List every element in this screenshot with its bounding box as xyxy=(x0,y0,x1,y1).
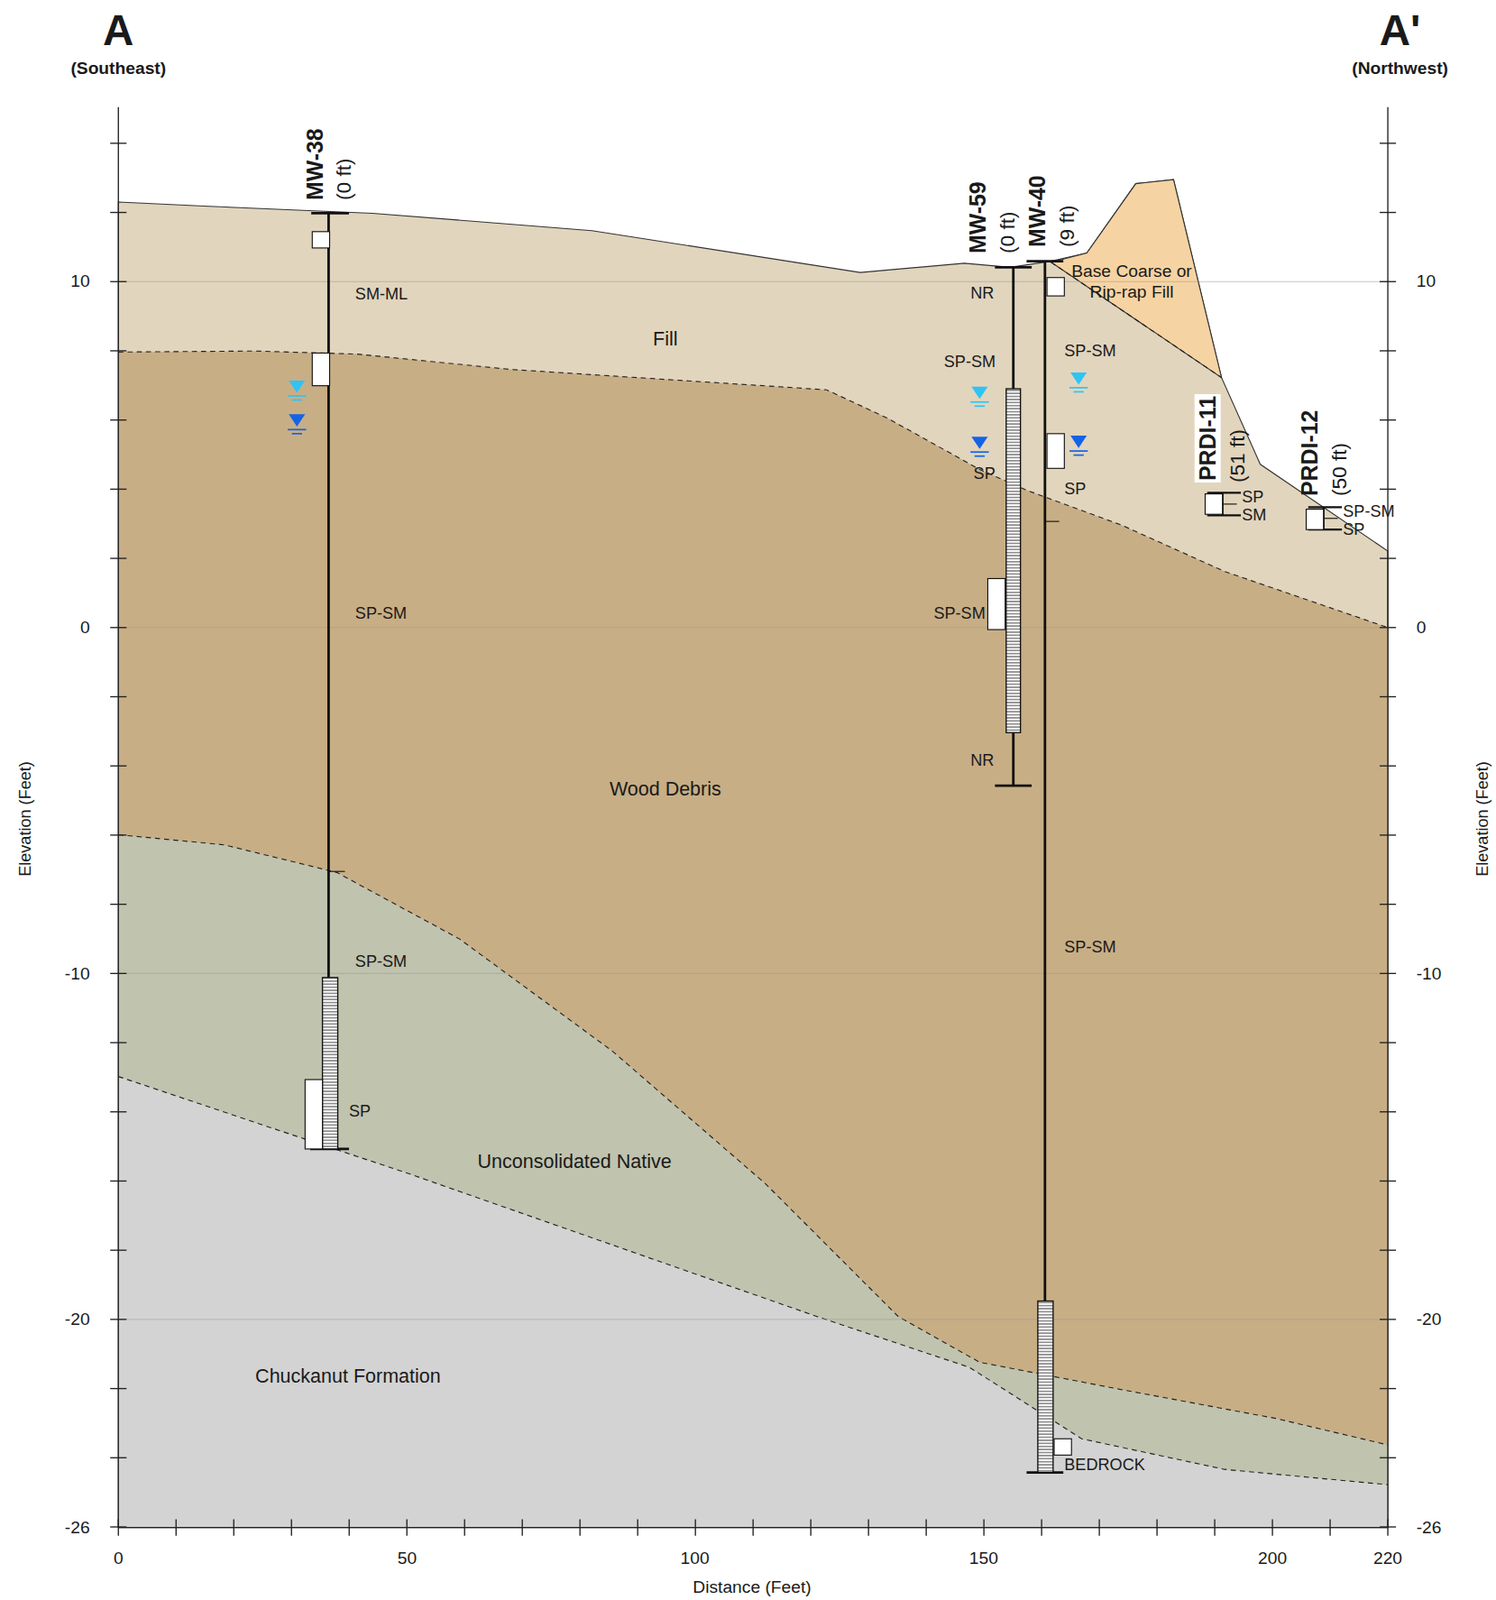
layer-name: Unconsolidated Native xyxy=(477,1150,672,1175)
soil-code: SP-SM xyxy=(1342,502,1395,522)
geologic-layer-band: Wood Debris xyxy=(609,778,722,802)
axis-title: Distance (Feet) xyxy=(692,1577,811,1597)
axis-value: 200 xyxy=(1257,1548,1287,1569)
well-offset: (9 ft) xyxy=(1055,204,1080,248)
soil-code: SP-SM xyxy=(1064,341,1116,361)
soil-code: SM xyxy=(1241,505,1267,525)
fill-zone-band: Base Coarse or Rip-rap Fill xyxy=(1071,260,1193,303)
geologic-layer-band: Fill xyxy=(652,328,678,352)
layer-name: Wood Debris xyxy=(609,778,722,802)
well-name: PRDI-11 xyxy=(1193,394,1221,483)
axis-value: 220 xyxy=(1373,1548,1403,1569)
well-offset: (50 ft) xyxy=(1328,442,1352,496)
wells xyxy=(287,212,1342,1472)
well-offset: (0 ft) xyxy=(996,211,1020,254)
layer-name: Fill xyxy=(652,328,678,352)
soil-code: NR xyxy=(970,283,994,303)
soil-code: SM-ML xyxy=(355,284,408,304)
well-offset: (0 ft) xyxy=(332,157,357,201)
soil-code: SP xyxy=(1241,487,1264,507)
layer-name: Chuckanut Formation xyxy=(255,1365,441,1389)
axis-title: Elevation (Feet) xyxy=(16,761,36,877)
axis-value: 150 xyxy=(969,1548,999,1569)
well-name: PRDI-12 xyxy=(1296,410,1323,496)
geologic-layer-band: Unconsolidated Native xyxy=(477,1150,672,1175)
axis-value: 100 xyxy=(680,1548,710,1569)
axis-value: 10 xyxy=(70,271,90,292)
axis-value: 0 xyxy=(113,1548,124,1569)
well-offset: (51 ft) xyxy=(1226,429,1250,483)
soil-code: SP-SM xyxy=(944,351,996,371)
well-name: MW-40 xyxy=(1023,174,1050,248)
soil-code: SP-SM xyxy=(933,604,985,624)
soil-code: SP-SM xyxy=(355,604,407,624)
direction: (Southeast) xyxy=(70,58,166,79)
soil-code: SP xyxy=(348,1101,371,1121)
axis-value: -26 xyxy=(64,1517,91,1538)
section-end: A xyxy=(102,6,134,56)
axis-value: -10 xyxy=(64,963,91,984)
soil-code: SP-SM xyxy=(355,952,407,972)
axis-value: 50 xyxy=(397,1548,417,1569)
soil-code: SP-SM xyxy=(1064,937,1116,957)
soil-code: SP xyxy=(1342,520,1365,540)
well-name: MW-59 xyxy=(964,181,992,254)
soil-code: BEDROCK xyxy=(1064,1455,1145,1475)
axis-title: Elevation (Feet) xyxy=(1473,761,1493,877)
axes xyxy=(110,107,1396,1536)
axis-value: -26 xyxy=(1416,1517,1442,1538)
section-end: A' xyxy=(1379,6,1422,56)
axis-value: 10 xyxy=(1416,271,1436,292)
axis-value: 0 xyxy=(80,617,91,638)
soil-code: SP xyxy=(973,464,996,484)
direction: (Northwest) xyxy=(1351,58,1449,79)
gridlines xyxy=(118,281,1388,1320)
soil-code: NR xyxy=(970,751,994,771)
layers xyxy=(118,179,1388,1528)
axis-value: -10 xyxy=(1416,963,1442,984)
soil-code: SP xyxy=(1064,479,1086,499)
axis-value: 0 xyxy=(1416,617,1427,638)
axis-value: -20 xyxy=(64,1309,91,1330)
axis-value: -20 xyxy=(1416,1309,1442,1330)
well-name: MW-38 xyxy=(301,128,328,201)
geologic-layer-band: Chuckanut Formation xyxy=(255,1365,441,1389)
layer-name: Base Coarse or Rip-rap Fill xyxy=(1071,260,1193,303)
